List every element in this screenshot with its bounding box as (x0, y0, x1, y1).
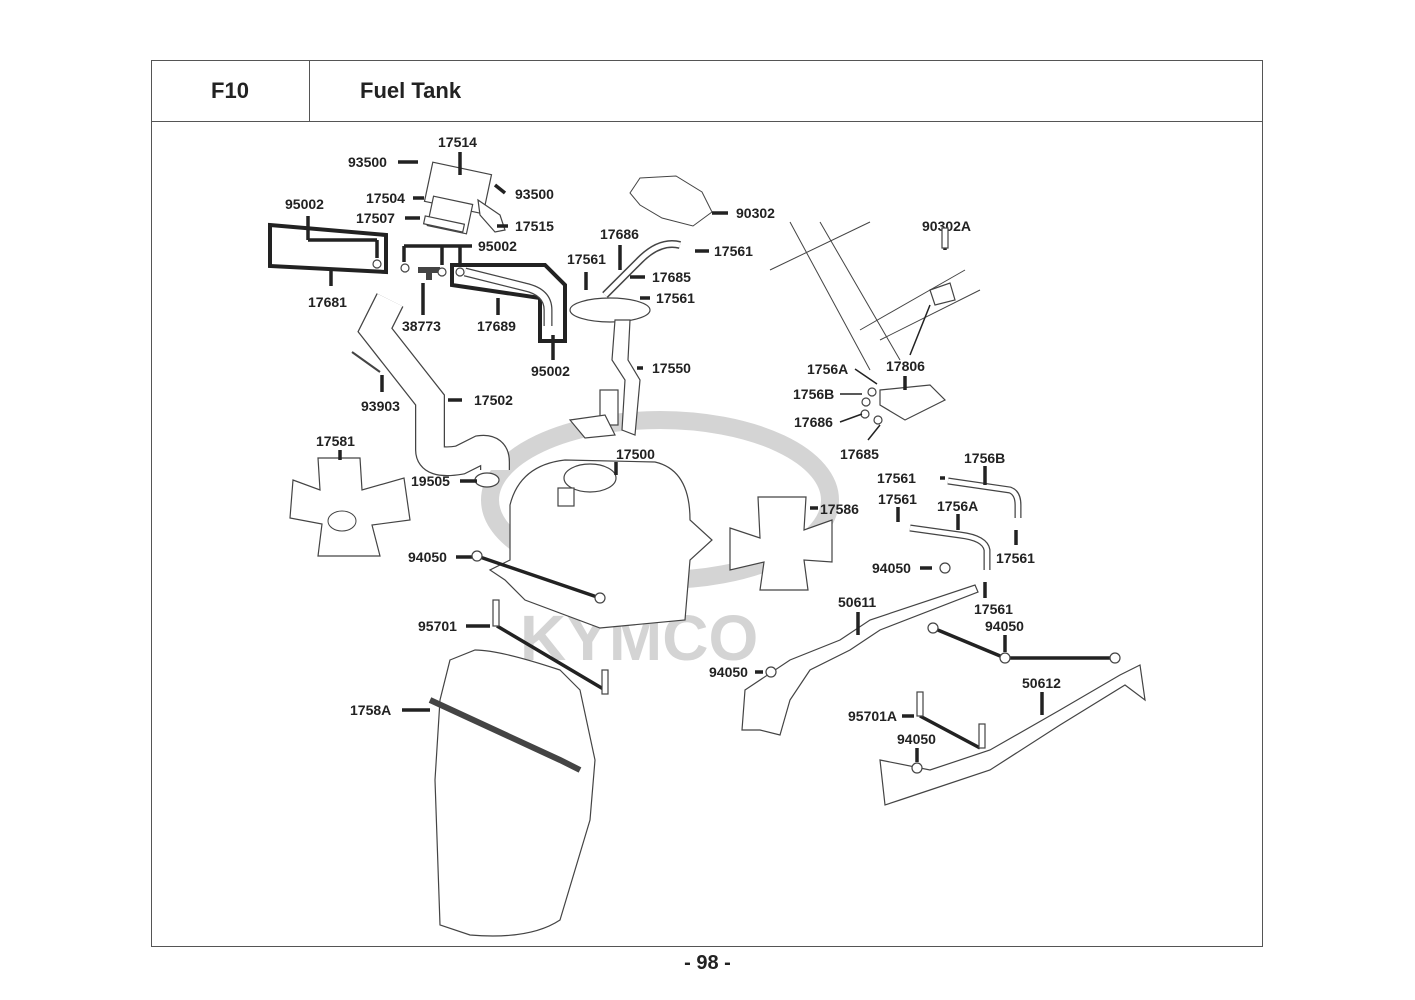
filler-hose-17502 (357, 293, 510, 477)
frame-background-lines (769, 221, 981, 371)
pad-17586 (729, 496, 833, 591)
frame-rail-50612 (879, 664, 1146, 806)
cover-1758A (428, 649, 596, 937)
part-label[interactable]: 94050 (709, 664, 748, 680)
part-label[interactable]: 90302A (922, 218, 971, 234)
part-label[interactable]: 95002 (285, 196, 324, 212)
part-label[interactable]: 17686 (600, 226, 639, 242)
part-label[interactable]: 95701 (418, 618, 457, 634)
bolt-link-95701A (919, 714, 981, 750)
part-label[interactable]: 93500 (515, 186, 554, 202)
part-label[interactable]: 38773 (402, 318, 441, 334)
diagram-frame (151, 60, 1263, 947)
bolt-link-94050-d (932, 626, 1006, 660)
part-label[interactable]: 17681 (308, 294, 347, 310)
bolt-ring-90302 (629, 175, 713, 227)
valve-17806 (860, 384, 947, 425)
part-label[interactable]: 17686 (794, 414, 833, 430)
part-label[interactable]: 17806 (886, 358, 925, 374)
part-label[interactable]: 17561 (877, 470, 916, 486)
part-label[interactable]: 1756B (793, 386, 834, 402)
clamp-19505 (474, 472, 500, 488)
pad-hole (327, 510, 357, 532)
frame-rail-50611 (741, 584, 979, 736)
section-code: F10 (151, 60, 310, 122)
part-label[interactable]: 95002 (531, 363, 570, 379)
part-label[interactable]: 93903 (361, 398, 400, 414)
section-title: Fuel Tank (360, 78, 462, 103)
part-label[interactable]: 17507 (356, 210, 395, 226)
part-label[interactable]: 94050 (872, 560, 911, 576)
arrow-leaders (839, 304, 931, 441)
part-label[interactable]: 17689 (477, 318, 516, 334)
part-label[interactable]: 17561 (656, 290, 695, 306)
hardware-fasteners (471, 227, 1121, 774)
part-label[interactable]: 95002 (478, 238, 517, 254)
part-label[interactable]: 94050 (408, 549, 447, 565)
clip-strip-93903 (351, 351, 381, 373)
part-label[interactable]: 17514 (438, 134, 477, 150)
part-labels: 17514 93500 93500 17504 17507 17515 9500… (285, 134, 1061, 747)
part-label[interactable]: 50612 (1022, 675, 1061, 691)
part-label[interactable]: 17515 (515, 218, 554, 234)
hose-17681-group (268, 222, 388, 275)
part-label[interactable]: 17581 (316, 433, 355, 449)
part-label[interactable]: 1756A (937, 498, 978, 514)
part-label[interactable]: 17502 (474, 392, 513, 408)
part-label[interactable]: 19505 (411, 473, 450, 489)
bolt-link-94050-a (476, 554, 601, 600)
hose-17689-group (400, 263, 567, 343)
part-label[interactable]: 17586 (820, 501, 859, 517)
part-label[interactable]: 1756B (964, 450, 1005, 466)
part-label[interactable]: 17685 (652, 269, 691, 285)
pad-17581 (289, 457, 411, 557)
part-label[interactable]: 17561 (567, 251, 606, 267)
part-label[interactable]: 17561 (714, 243, 753, 259)
page-number: - 98 - (684, 952, 731, 974)
part-label[interactable]: 17500 (616, 446, 655, 462)
part-label[interactable]: 17561 (996, 550, 1035, 566)
leader-lines (306, 152, 1044, 762)
bolt-link-95701 (496, 624, 606, 692)
part-label[interactable]: 17685 (840, 446, 879, 462)
part-label[interactable]: 1756A (807, 361, 848, 377)
fuel-filter-assembly (422, 161, 506, 235)
fuel-pump-17550 (568, 240, 681, 439)
part-label[interactable]: 17504 (366, 190, 405, 206)
header-divider (151, 121, 1263, 122)
part-label[interactable]: 90302 (736, 205, 775, 221)
part-label[interactable]: 17561 (974, 601, 1013, 617)
part-label[interactable]: 94050 (897, 731, 936, 747)
part-label[interactable]: 1758A (350, 702, 391, 718)
part-label[interactable]: 95701A (848, 708, 897, 724)
part-label[interactable]: 94050 (985, 618, 1024, 634)
part-label[interactable]: 93500 (348, 154, 387, 170)
part-label[interactable]: 17561 (878, 491, 917, 507)
fuel-tank-17500 (488, 459, 713, 629)
part-label[interactable]: 50611 (838, 594, 876, 610)
part-label[interactable]: 17550 (652, 360, 691, 376)
